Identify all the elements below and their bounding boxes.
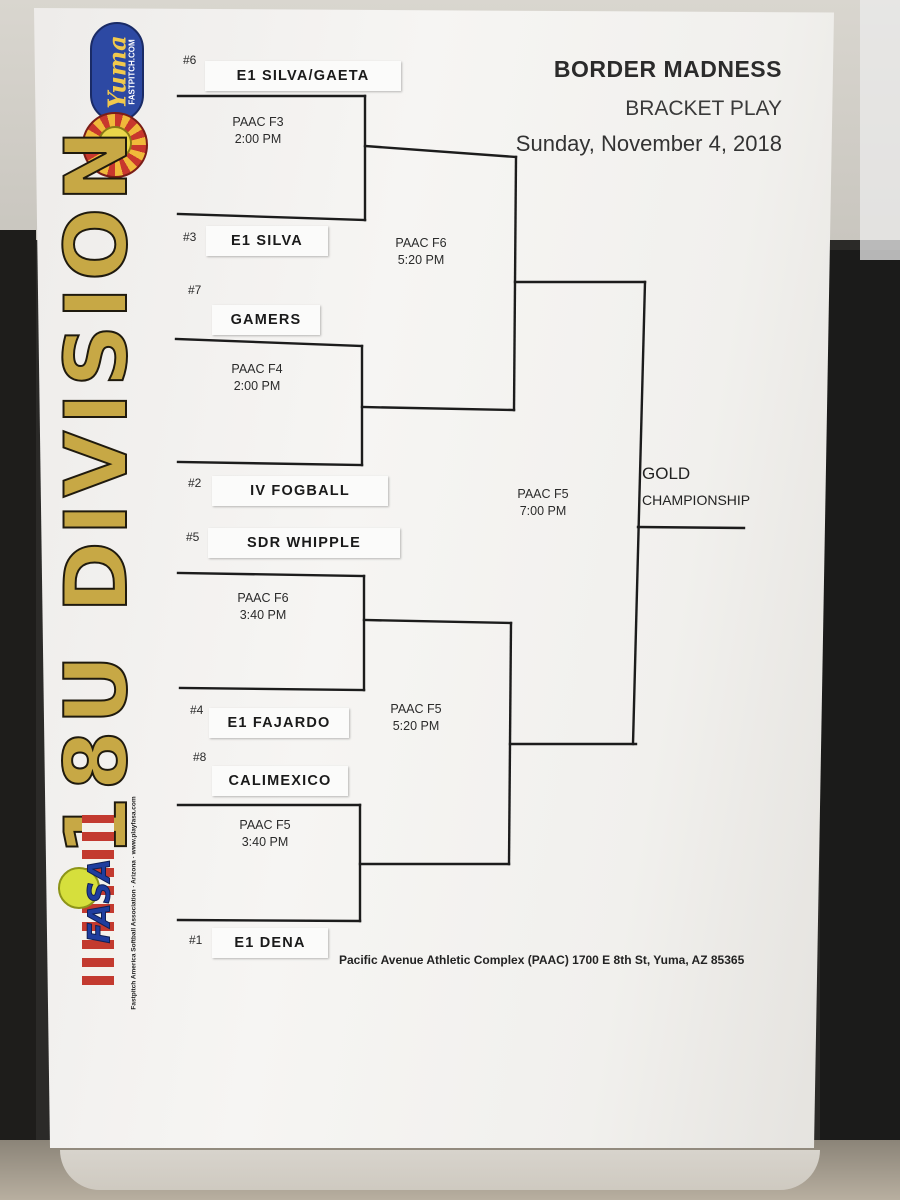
- bracket-line: [362, 618, 513, 625]
- wall-shadow-left: [0, 230, 36, 1150]
- game-time: 5:20 PM: [392, 719, 440, 733]
- bracket-line: [178, 686, 366, 692]
- game-field: PAAC F3: [232, 115, 284, 129]
- game-label: PAAC F6 5:20 PM: [376, 235, 466, 269]
- seed-label: #1: [189, 933, 203, 947]
- game-field: PAAC F5: [390, 702, 442, 716]
- game-field: PAAC F6: [395, 236, 447, 250]
- team-label: SDR WHIPPLE: [208, 528, 400, 558]
- bracket-line: [176, 212, 367, 222]
- game-time: 2:00 PM: [234, 132, 282, 146]
- game-field: PAAC F4: [231, 362, 283, 376]
- venue-address: Pacific Avenue Athletic Complex (PAAC) 1…: [339, 953, 745, 967]
- game-time: 2:00 PM: [233, 379, 281, 393]
- seed-label: #2: [188, 476, 202, 490]
- page-title: BORDER MADNESS: [553, 56, 782, 82]
- fasa-logo: FASA Fastpitch America Softball Associat…: [56, 796, 146, 1010]
- team-label: CALIMEXICO: [212, 766, 348, 796]
- yuma-fastpitch-logo: Yuma FASTPITCH.COM: [82, 22, 148, 178]
- game-label: PAAC F5 7:00 PM: [498, 486, 588, 520]
- game-label: PAAC F5 3:40 PM: [220, 817, 310, 851]
- bracket-sheet: [34, 8, 834, 1148]
- game-time: 5:20 PM: [397, 253, 445, 267]
- bracket-line: [176, 460, 364, 467]
- game-time: 3:40 PM: [241, 835, 289, 849]
- softball-icon: [58, 867, 100, 909]
- seed-label: #3: [183, 230, 197, 244]
- softball-icon: [98, 126, 132, 160]
- game-field: PAAC F5: [239, 818, 291, 832]
- bracket-line: [176, 918, 362, 923]
- bracket-line: [512, 155, 518, 412]
- championship-label: CHAMPIONSHIP: [642, 492, 751, 508]
- game-label: PAAC F3 2:00 PM: [213, 114, 303, 148]
- wall-shadow-right: [820, 250, 900, 1150]
- game-field: PAAC F6: [237, 591, 289, 605]
- paper-curl: [60, 1150, 820, 1190]
- team-label: E1 SILVA: [206, 226, 328, 256]
- team-label: E1 DENA: [212, 928, 328, 958]
- team-label: E1 SILVA/GAETA: [205, 61, 401, 91]
- bracket-line: [176, 571, 366, 578]
- game-time: 3:40 PM: [239, 608, 287, 622]
- seed-label: #5: [186, 530, 200, 544]
- game-time: 7:00 PM: [519, 504, 567, 518]
- bracket-line: [631, 280, 647, 746]
- tape-strip: [860, 0, 900, 260]
- gold-label: GOLD: [642, 464, 691, 483]
- seed-label: #8: [193, 750, 207, 764]
- seed-label: #7: [188, 283, 202, 297]
- game-label: PAAC F6 3:40 PM: [218, 590, 308, 624]
- seed-label: #6: [183, 53, 197, 67]
- bracket-line: [363, 144, 518, 159]
- team-label: E1 FAJARDO: [209, 708, 349, 738]
- team-label: IV FOGBALL: [212, 476, 388, 506]
- bracket-line: [360, 405, 516, 412]
- page-subtitle: BRACKET PLAY: [625, 97, 782, 120]
- event-date: Sunday, November 4, 2018: [515, 131, 782, 156]
- team-label: GAMERS: [212, 305, 320, 335]
- game-label: PAAC F5 5:20 PM: [371, 701, 461, 735]
- game-field: PAAC F5: [517, 487, 569, 501]
- bracket-line: [174, 337, 364, 348]
- bracket-line: [636, 525, 746, 530]
- game-label: PAAC F4 2:00 PM: [212, 361, 302, 395]
- seed-label: #4: [190, 703, 204, 717]
